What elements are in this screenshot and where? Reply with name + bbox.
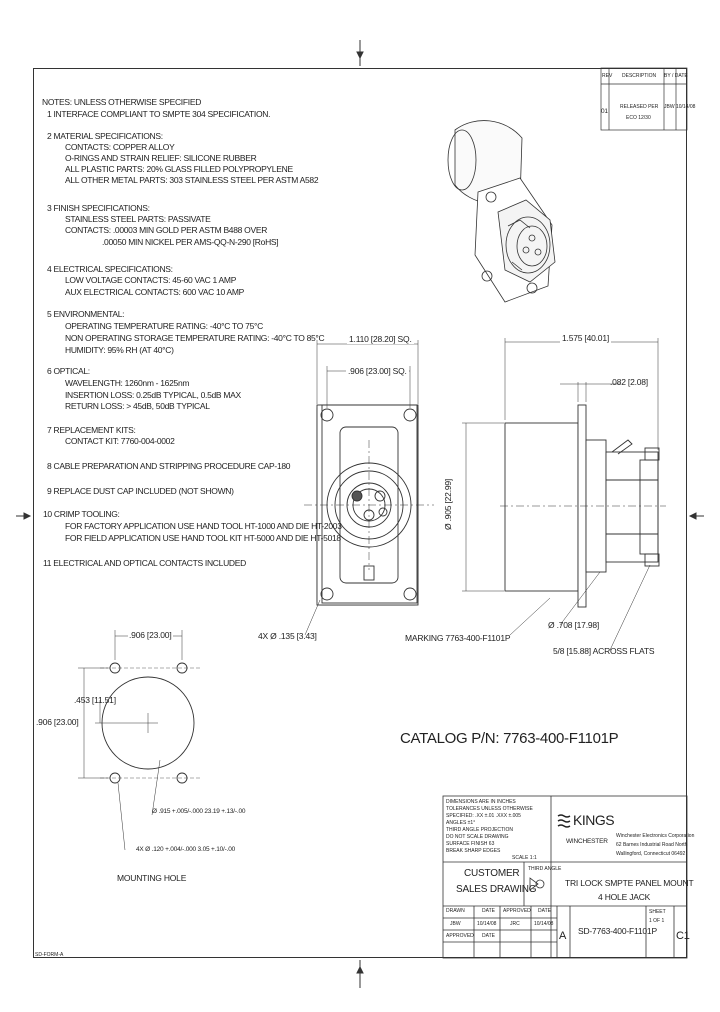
note-line: AUX ELECTRICAL CONTACTS: 600 VAC 10 AMP: [65, 287, 244, 297]
note-line: FOR FIELD APPLICATION USE HAND TOOL KIT …: [65, 533, 341, 543]
rev-header-by-date: BY / DATE: [664, 73, 688, 79]
side-dim-length: 1.575 [40.01]: [560, 333, 612, 343]
side-dim-nut-dia: Ø .708 [17.98]: [548, 620, 600, 630]
rev-number: 01: [601, 108, 608, 115]
row-label: DATE: [482, 933, 495, 939]
projection-label: THIRD ANGLE: [528, 866, 562, 872]
row-label: APPROVED: [503, 908, 531, 914]
note-line: 4 ELECTRICAL SPECIFICATIONS:: [47, 264, 173, 274]
row-label: DATE: [482, 908, 495, 914]
drawing-title-2: 4 HOLE JACK: [598, 892, 651, 902]
row-label: DRAWN: [446, 908, 465, 914]
note-line: ALL OTHER METAL PARTS: 303 STAINLESS STE…: [65, 175, 319, 185]
front-dim-bolt: .906 [23.00] SQ.: [346, 366, 409, 376]
mounting-hole-view: [78, 630, 200, 851]
drawing-border: [33, 68, 687, 958]
tolerance-line: ANGLES ±1°: [446, 820, 476, 826]
footer-tag: SD-FORM-A: [35, 952, 64, 958]
note-line: OPERATING TEMPERATURE RATING: -40°C TO 7…: [65, 321, 263, 331]
rev-description-1: RELEASED PER: [620, 104, 659, 110]
side-dim-flange: .082 [2.08]: [610, 377, 648, 387]
note-line: 3 FINISH SPECIFICATIONS:: [47, 203, 150, 213]
revision-block: [600, 67, 688, 131]
mount-dim-main-hole: Ø .915 +.005/-.000 23.19 +.13/-.00: [152, 808, 246, 815]
notes-header: NOTES: UNLESS OTHERWISE SPECIFIED: [42, 97, 202, 107]
note-line: CONTACTS: COPPER ALLOY: [65, 142, 175, 152]
note-line: CONTACTS: .00003 MIN GOLD PER ASTM B488 …: [65, 225, 268, 235]
mount-dim-top: .906 [23.00]: [128, 630, 173, 640]
tolerance-line: SURFACE FINISH 63: [446, 841, 495, 847]
side-view: [462, 338, 666, 651]
kings-logo-mark: [557, 814, 571, 828]
rev-header-rev: REV: [602, 73, 613, 79]
catalog-number: CATALOG P/N: 7763-400-F1101P: [400, 730, 619, 747]
winchester-logo: WINCHESTER: [566, 838, 608, 845]
tolerance-line: DO NOT SCALE DRAWING: [446, 834, 509, 840]
side-dim-dia: Ø .905 [22.99]: [443, 478, 453, 530]
front-view: [304, 340, 434, 636]
centering-marks: [16, 40, 704, 988]
tolerance-line: TOLERANCES UNLESS OTHERWISE: [446, 806, 533, 812]
front-dim-overall: 1.110 [28.20] SQ.: [347, 334, 414, 344]
sheet-value: 1 OF 1: [649, 918, 665, 924]
isometric-view: [447, 120, 556, 303]
mount-dim-half: .453 [11.51]: [74, 695, 116, 705]
note-line: 5 ENVIRONMENTAL:: [47, 309, 125, 319]
rev-description-2: ECO 12/30: [626, 115, 651, 121]
note-line: STAINLESS STEEL PARTS: PASSIVATE: [65, 214, 211, 224]
document-number: SD-7763-400-F1101P: [578, 926, 657, 936]
size-letter: A: [559, 930, 567, 942]
drawing-title-1: TRI LOCK SMPTE PANEL MOUNT: [565, 878, 694, 888]
tolerance-line: SPECIFIED: .XX ±.01 .XXX ±.005: [446, 813, 521, 819]
note-line: HUMIDITY: 95% RH (AT 40°C): [65, 345, 174, 355]
row-value: 10/14/08: [534, 921, 554, 927]
note-line: 11 ELECTRICAL AND OPTICAL CONTACTS INCLU…: [43, 558, 246, 568]
front-dim-holes: 4X Ø .135 [3.43]: [258, 631, 317, 641]
row-value: 10/14/08: [477, 921, 497, 927]
side-dim-flats: 5/8 [15.88] ACROSS FLATS: [553, 646, 655, 656]
note-line: 6 OPTICAL:: [47, 366, 90, 376]
company-line: 62 Barnes Industrial Road North: [616, 842, 688, 848]
customer-label: CUSTOMER: [464, 868, 520, 879]
note-line: INSERTION LOSS: 0.25dB TYPICAL, 0.5dB MA…: [65, 390, 241, 400]
scale-label: SCALE 1:1: [512, 855, 537, 861]
title-block-lines: [442, 795, 688, 959]
note-line: .00050 MIN NICKEL PER AMS-QQ-N-290 [RoHS…: [102, 237, 279, 247]
note-line: NON OPERATING STORAGE TEMPERATURE RATING…: [65, 333, 325, 343]
note-line: WAVELENGTH: 1260nm - 1625nm: [65, 378, 190, 388]
row-label: DATE: [538, 908, 551, 914]
tolerance-line: DIMENSIONS ARE IN INCHES: [446, 799, 516, 805]
kings-logo: KINGS: [573, 812, 615, 828]
company-line: Wallingford, Connecticut 06492: [616, 851, 686, 857]
note-line: O-RINGS AND STRAIN RELIEF: SILICONE RUBB…: [65, 153, 257, 163]
revision-letter: C1: [676, 930, 690, 942]
note-line: 8 CABLE PREPARATION AND STRIPPING PROCED…: [47, 461, 291, 471]
note-line: 10 CRIMP TOOLING:: [43, 509, 120, 519]
row-label: SHEET: [649, 909, 666, 915]
note-line: 7 REPLACEMENT KITS:: [47, 425, 136, 435]
rev-header-description: DESCRIPTION: [622, 73, 657, 79]
rev-by-date: JBW 10/14/08: [664, 104, 696, 110]
note-line: 9 REPLACE DUST CAP INCLUDED (NOT SHOWN): [47, 486, 234, 496]
note-line: CONTACT KIT: 7760-004-0002: [65, 436, 175, 446]
mount-dim-holes: 4X Ø .120 +.004/-.000 3.05 +.10/-.00: [136, 846, 236, 853]
mount-dim-left: .906 [23.00]: [36, 717, 79, 727]
row-label: APPROVED: [446, 933, 474, 939]
side-marking: MARKING 7763-400-F1101P: [405, 633, 511, 643]
tolerance-line: THIRD ANGLE PROJECTION: [446, 827, 513, 833]
mount-caption: MOUNTING HOLE: [117, 873, 187, 883]
note-line: FOR FACTORY APPLICATION USE HAND TOOL HT…: [65, 521, 342, 531]
note-line: ALL PLASTIC PARTS: 20% GLASS FILLED POLY…: [65, 164, 293, 174]
tolerance-line: BREAK SHARP EDGES: [446, 848, 501, 854]
row-value: JRC: [510, 921, 520, 927]
note-line: 1 INTERFACE COMPLIANT TO SMPTE 304 SPECI…: [47, 109, 271, 119]
row-value: JBW: [450, 921, 461, 927]
company-line: Winchester Electronics Corporation: [616, 833, 695, 839]
sales-drawing-label: SALES DRAWING: [456, 884, 537, 895]
note-line: RETURN LOSS: > 45dB, 50dB TYPICAL: [65, 401, 210, 411]
note-line: LOW VOLTAGE CONTACTS: 45-60 VAC 1 AMP: [65, 275, 237, 285]
note-line: 2 MATERIAL SPECIFICATIONS:: [47, 131, 163, 141]
